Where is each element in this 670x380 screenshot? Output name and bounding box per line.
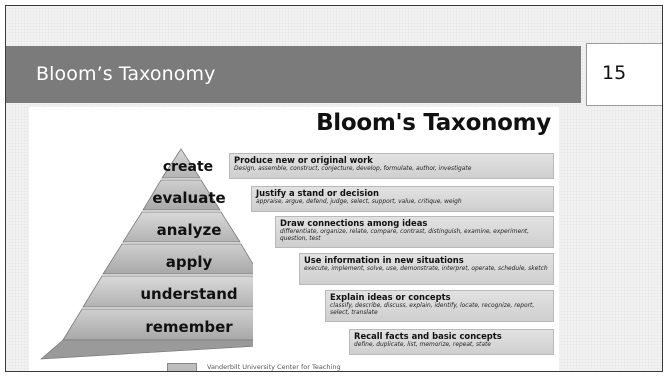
pyramid-tier-remember bbox=[62, 308, 253, 341]
band-verbs: differentiate, organize, relate, compare… bbox=[280, 229, 529, 243]
band-remember: Recall facts and basic concepts define, … bbox=[349, 329, 554, 355]
creative-commons-badge bbox=[167, 363, 197, 371]
band-apply: Use information in new situations execut… bbox=[299, 253, 554, 285]
band-verbs: Design, assemble, construct, conjecture,… bbox=[234, 166, 472, 172]
level-label-understand: understand bbox=[140, 285, 238, 303]
band-understand: Explain ideas or concepts classify, desc… bbox=[325, 290, 554, 322]
level-label-remember: remember bbox=[145, 318, 233, 336]
band-verbs: appraise, argue, defend, judge, select, … bbox=[256, 199, 462, 205]
band-create: Produce new or original work Design, ass… bbox=[229, 153, 554, 179]
title-bar: Bloom’s Taxonomy bbox=[6, 46, 581, 103]
band-heading: Produce new or original work bbox=[234, 155, 373, 165]
level-label-evaluate: evaluate bbox=[152, 189, 226, 207]
slide-title: Bloom’s Taxonomy bbox=[36, 63, 216, 85]
figure-credit: Vanderbilt University Center for Teachin… bbox=[207, 363, 341, 371]
pyramid-tier-apply bbox=[102, 243, 253, 275]
pyramid-tier-evaluate bbox=[142, 179, 221, 211]
pyramid-tier-understand bbox=[82, 275, 253, 308]
pyramid-graphic bbox=[40, 148, 253, 360]
page-number: 15 bbox=[602, 62, 627, 84]
band-verbs: classify, describe, discuss, explain, id… bbox=[330, 303, 535, 317]
band-heading: Recall facts and basic concepts bbox=[354, 331, 502, 341]
pyramid-tier-analyze bbox=[122, 211, 241, 243]
band-analyze: Draw connections among ideas differentia… bbox=[275, 216, 554, 248]
page-number-box: 15 bbox=[586, 43, 662, 106]
blooms-taxonomy-figure: Bloom's Taxonomy create evaluate analyze… bbox=[29, 107, 559, 371]
slide: Bloom’s Taxonomy 15 Bloom's Taxonomy cre… bbox=[5, 5, 663, 372]
band-heading: Draw connections among ideas bbox=[280, 218, 428, 228]
band-heading: Justify a stand or decision bbox=[256, 188, 379, 198]
pyramid-tier-create bbox=[161, 148, 201, 179]
band-verbs: execute, implement, solve, use, demonstr… bbox=[304, 266, 548, 272]
level-label-analyze: analyze bbox=[156, 221, 222, 239]
level-label-create: create bbox=[162, 159, 214, 175]
pyramid-base bbox=[40, 339, 253, 360]
band-heading: Use information in new situations bbox=[304, 255, 464, 265]
band-heading: Explain ideas or concepts bbox=[330, 292, 451, 302]
figure-title: Bloom's Taxonomy bbox=[316, 110, 551, 136]
level-label-apply: apply bbox=[165, 253, 213, 271]
band-verbs: define, duplicate, list, memorize, repea… bbox=[354, 342, 491, 348]
band-evaluate: Justify a stand or decision appraise, ar… bbox=[251, 186, 554, 212]
